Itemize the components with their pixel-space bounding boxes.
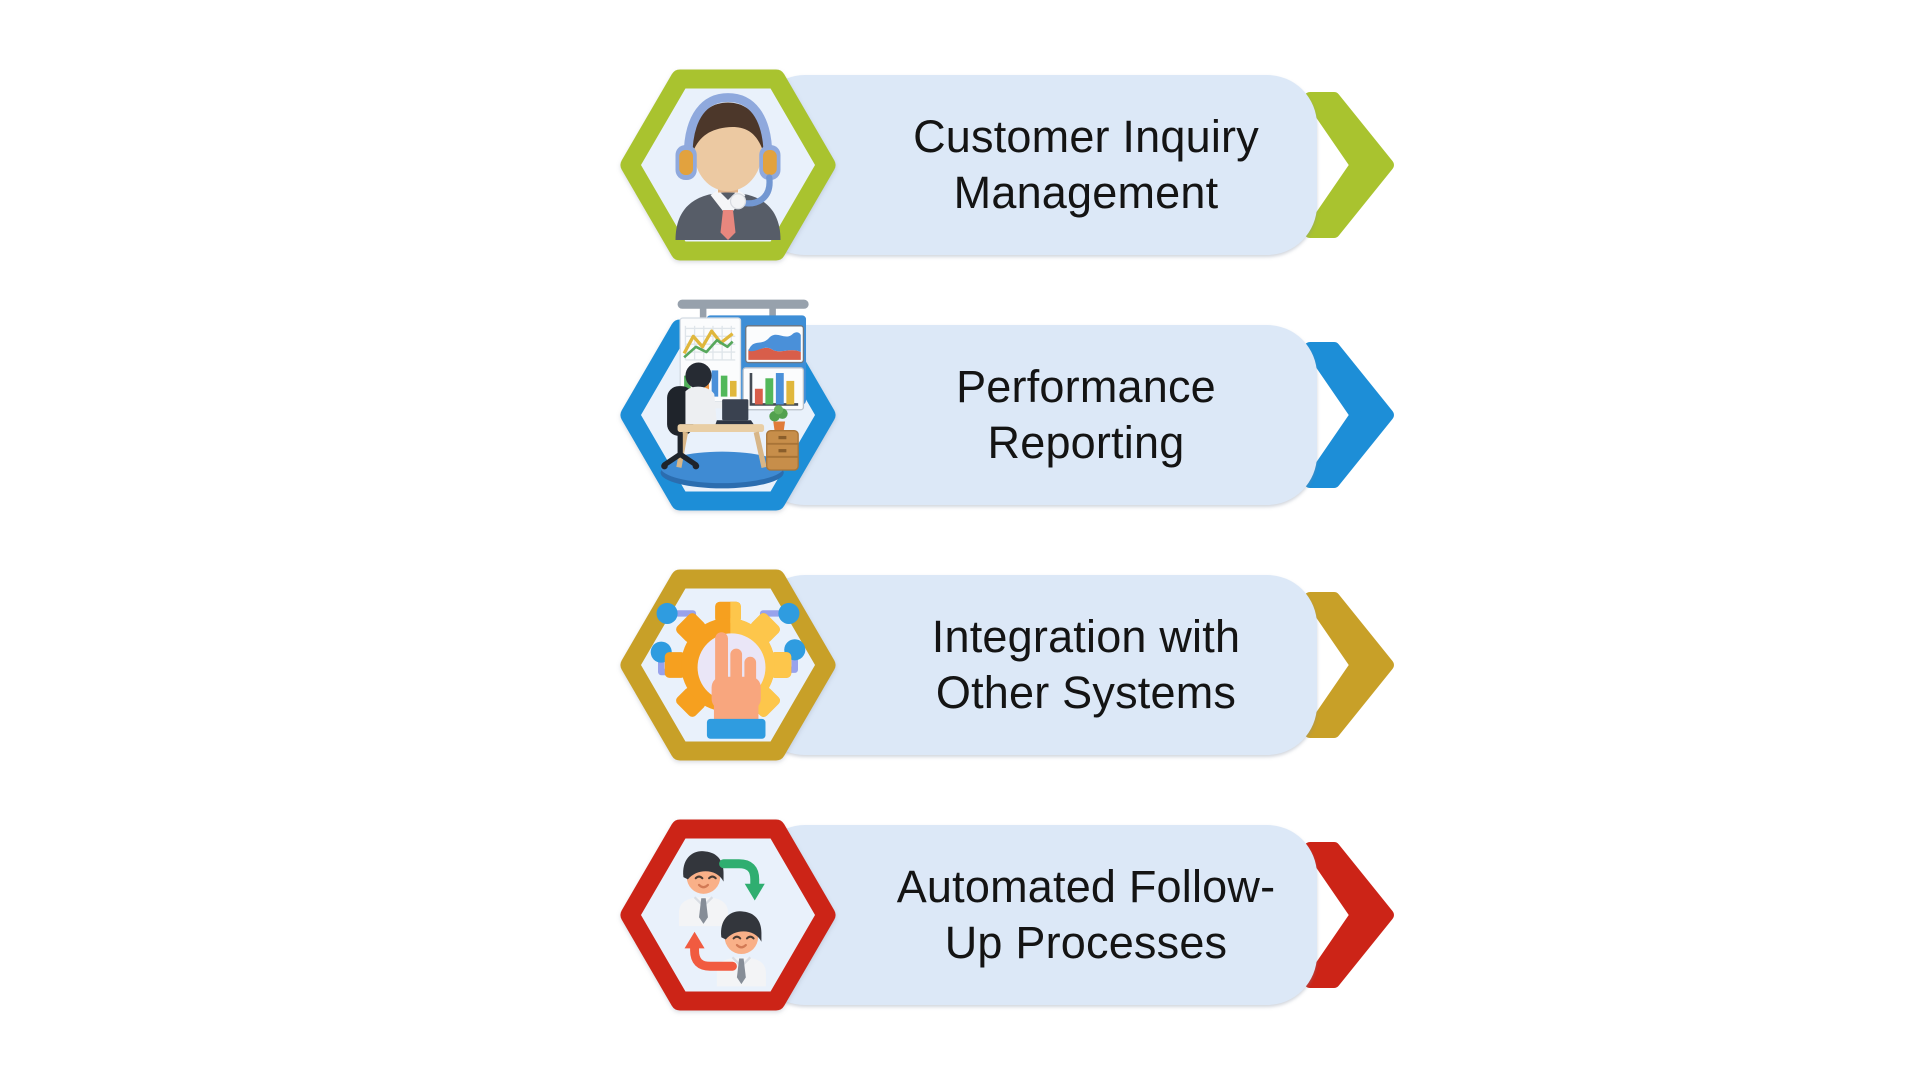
chevron-arrow-icon	[1304, 592, 1394, 738]
hexagon-icon-badge	[620, 815, 836, 1015]
row-title-line1: Customer Inquiry	[913, 111, 1259, 162]
chevron-arrow-icon	[1304, 842, 1394, 988]
hexagon-icon-badge	[620, 299, 836, 515]
row-title-line1: Performance	[956, 361, 1216, 412]
feature-label-pill: Customer Inquiry Management	[755, 75, 1317, 255]
row-title-line2: Management	[953, 167, 1219, 218]
automated-follow-up-icon	[678, 851, 766, 987]
chevron-arrow-icon	[1304, 92, 1394, 238]
row-performance-reporting: Performance Reporting	[0, 299, 1920, 511]
chevron-arrow-icon	[1304, 342, 1394, 488]
row-system-integration: Integration with Other Systems	[0, 569, 1920, 761]
feature-label-pill: Automated Follow- Up Processes	[755, 825, 1317, 1005]
hexagon-icon-badge	[620, 65, 836, 265]
customer-support-agent-icon	[675, 93, 781, 240]
feature-label-pill: Performance Reporting	[755, 325, 1317, 505]
feature-label-pill: Integration with Other Systems	[755, 575, 1317, 755]
row-customer-inquiry: Customer Inquiry Management	[0, 69, 1920, 261]
hexagon-icon-badge	[620, 565, 836, 765]
row-title-line1: Integration with	[931, 611, 1241, 662]
performance-reporting-icon	[660, 299, 809, 489]
row-title-line2: Reporting	[987, 417, 1185, 468]
row-title-line1: Automated Follow-	[896, 861, 1276, 912]
system-integration-icon	[650, 601, 806, 739]
row-automated-follow-up: Automated Follow- Up Processes	[0, 819, 1920, 1011]
row-title-line2: Other Systems	[935, 667, 1237, 718]
row-title-line2: Up Processes	[944, 917, 1228, 968]
